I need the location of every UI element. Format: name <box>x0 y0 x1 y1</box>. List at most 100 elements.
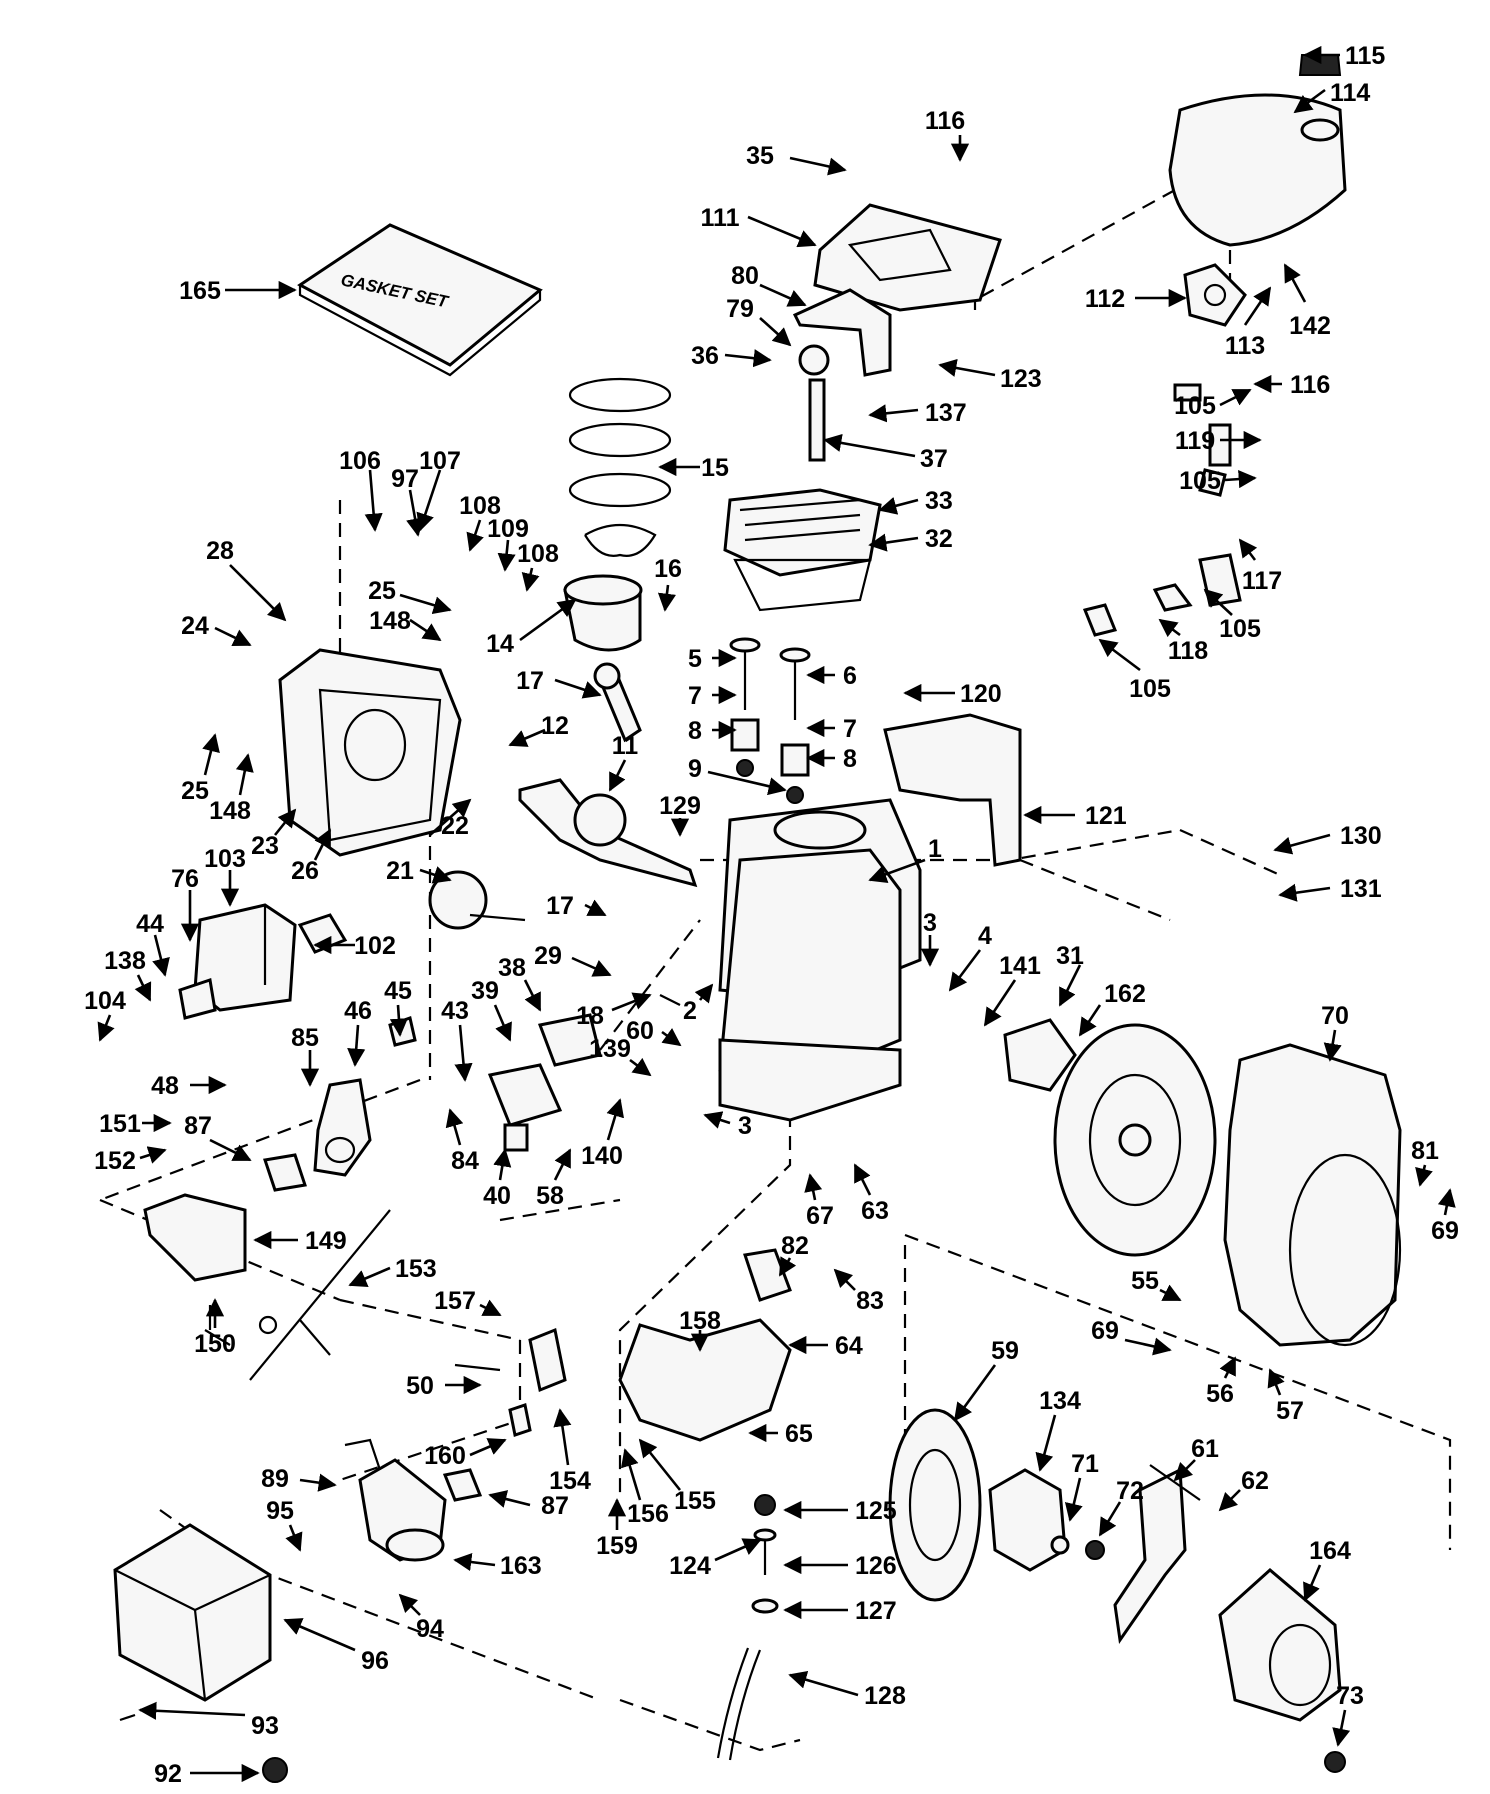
callout-leader-arrow <box>724 349 772 368</box>
callout-number: 120 <box>960 680 1002 708</box>
callout-126: 126 <box>783 1552 897 1580</box>
callout-number: 14 <box>486 630 514 658</box>
callout-number: 45 <box>384 977 412 1005</box>
callout-number: 48 <box>151 1072 179 1100</box>
breather-tube <box>659 994 681 1006</box>
connecting-rod <box>593 662 642 743</box>
callout-87b: 87 <box>488 1490 569 1520</box>
callout-46: 46 <box>344 997 372 1067</box>
callout-70: 70 <box>1321 1002 1349 1062</box>
callout-leader-arrow <box>97 1014 115 1042</box>
callout-leader-arrow <box>1218 1489 1241 1512</box>
callout-114: 114 <box>1293 79 1370 114</box>
callout-number: 55 <box>1131 1267 1159 1295</box>
callout-leader-arrow <box>508 728 546 747</box>
callout-129: 129 <box>659 792 701 837</box>
callout-leader-arrow <box>868 533 919 552</box>
callout-number: 105 <box>1179 467 1221 495</box>
callout-104: 104 <box>84 987 126 1042</box>
callout-leader-arrow <box>553 1148 572 1181</box>
callout-leader-arrow <box>1303 1564 1322 1602</box>
callout-leader-arrow <box>606 1098 625 1141</box>
callout-45: 45 <box>384 977 412 1037</box>
callout-97: 97 <box>391 465 425 537</box>
callout-number: 59 <box>991 1337 1019 1365</box>
callout-leader-arrow <box>1224 470 1257 489</box>
callout-number: 38 <box>498 954 526 982</box>
callout-leader-arrow <box>1437 1188 1456 1216</box>
callout-40: 40 <box>483 1148 512 1210</box>
callout-number: 113 <box>1225 332 1265 360</box>
callout-17b: 17 <box>546 892 607 920</box>
callout-28: 28 <box>206 537 287 622</box>
callout-number: 108 <box>459 492 501 520</box>
ignition-module <box>1003 1018 1077 1092</box>
callout-leader-arrow <box>1283 263 1307 303</box>
callout-116b: 116 <box>1253 371 1330 399</box>
callout-leader-arrow <box>1243 286 1272 326</box>
callout-number: 87 <box>184 1112 212 1140</box>
callout-number: 36 <box>691 342 719 370</box>
callout-leader-arrow <box>398 1593 421 1616</box>
callout-number: 25 <box>181 777 209 805</box>
callout-number: 40 <box>483 1182 511 1210</box>
callout-111: 111 <box>701 204 817 248</box>
ignition-bracket <box>792 288 892 377</box>
control-link-rod <box>249 1209 391 1381</box>
callout-number: 111 <box>701 204 740 232</box>
callout-142: 142 <box>1283 263 1331 340</box>
gasket-set-box: GASKET SET <box>297 223 543 377</box>
callout-leader-arrow <box>1098 638 1141 672</box>
callout-number: 139 <box>589 1035 631 1063</box>
callout-leader-arrow <box>235 753 254 796</box>
callout-156: 156 <box>620 1448 669 1528</box>
callout-leader-arrow <box>313 828 332 861</box>
callout-number: 2 <box>683 997 697 1025</box>
callout-leader-arrow <box>703 1111 731 1129</box>
callout-number: 140 <box>581 1142 623 1170</box>
callout-36: 36 <box>691 342 772 370</box>
air-cleaner-parts <box>119 1713 288 1783</box>
callout-number: 65 <box>785 1420 813 1448</box>
callout-82: 82 <box>778 1232 809 1277</box>
callout-number: 22 <box>441 812 469 840</box>
callout-leader-arrow <box>938 358 996 377</box>
callout-number: 63 <box>861 1197 889 1225</box>
callout-number: 118 <box>1168 637 1208 665</box>
callout-leader-arrow <box>202 733 220 776</box>
callout-number: 92 <box>154 1760 182 1788</box>
starter-cup <box>988 1468 1105 1572</box>
callout-56: 56 <box>1206 1356 1237 1408</box>
intake-gasket <box>263 1153 307 1192</box>
callout-number: 58 <box>536 1182 564 1210</box>
callout-leader-arrow <box>878 497 919 515</box>
callout-number: 46 <box>344 997 372 1025</box>
callout-35: 35 <box>746 142 847 176</box>
callout-number: 124 <box>669 1552 711 1580</box>
callout-number: 106 <box>339 447 381 475</box>
callout-leader-arrow <box>493 1148 512 1181</box>
spark-plug <box>798 344 830 462</box>
callout-162: 162 <box>1078 980 1146 1037</box>
callout-16: 16 <box>654 555 682 612</box>
callout-115: 115 <box>1303 42 1385 70</box>
callout-number: 150 <box>194 1330 236 1358</box>
callout-24: 24 <box>181 612 252 647</box>
callout-61: 61 <box>1173 1435 1219 1482</box>
callout-leader-arrow <box>788 1670 859 1697</box>
callout-leader-arrow <box>454 1024 473 1082</box>
callout-leader-arrow <box>778 1256 797 1277</box>
callout-number: 31 <box>1056 942 1084 970</box>
callout-number: 72 <box>1116 1477 1144 1505</box>
fuel-tank <box>1168 54 1347 247</box>
callout-leader-arrow <box>953 1364 997 1422</box>
callout-leader-arrow <box>493 1004 512 1042</box>
callout-55: 55 <box>1131 1267 1182 1302</box>
callout-117: 117 <box>1238 538 1282 595</box>
callout-48: 48 <box>151 1072 227 1100</box>
callout-leader-arrow <box>1058 964 1082 1007</box>
callout-87a: 87 <box>184 1112 252 1162</box>
callout-number: 73 <box>1336 1682 1364 1710</box>
callout-2: 2 <box>683 983 714 1025</box>
